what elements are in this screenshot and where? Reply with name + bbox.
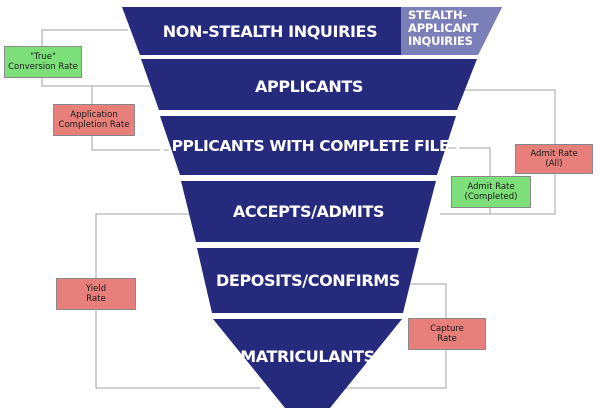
connector-completion-bottom (91, 134, 190, 151)
connector-admit-completed-top (448, 147, 491, 176)
connector-admit-all-top (425, 89, 556, 144)
true-conversion-line2: Conversion Rate (8, 62, 78, 72)
stage-label-non-stealth-inquiries: NON-STEALTH INQUIRIES (162, 22, 378, 41)
stealth-applicant-label: STEALTH- APPLICANT INQUIRIES (408, 9, 498, 48)
admit-rate-completed-box: Admit Rate (Completed) (451, 176, 531, 208)
yield-line2: Rate (86, 294, 106, 304)
connector-admit-all-bottom (440, 172, 556, 215)
application-completion-line1: Application (70, 110, 118, 120)
stage-label-matriculants: MATRICULANTS (240, 347, 375, 366)
stage-band-applicants (141, 59, 477, 110)
yield-line1: Yield (85, 284, 107, 294)
stage-label-applicants: APPLICANTS (255, 77, 363, 96)
stage-band-deposits-confirms (197, 248, 419, 313)
stage-band-accepts-admits (181, 181, 436, 242)
admit-rate-all-box: Admit Rate (All) (515, 144, 593, 174)
connector-capture-bottom (300, 348, 447, 389)
stage-label-deposits-confirms: DEPOSITS/CONFIRMS (216, 271, 400, 290)
application-completion-rate-box: Application Completion Rate (53, 104, 135, 136)
stealth-label-line1: STEALTH- (408, 8, 467, 22)
stage-band-complete-files (160, 116, 456, 175)
true-conversion-line1: "True" (30, 52, 56, 62)
stage-band-matriculants (213, 319, 402, 408)
capture-rate-box: Capture Rate (408, 318, 486, 350)
connector-true-top (41, 29, 128, 46)
admit-completed-line2: (Completed) (464, 192, 518, 202)
connector-completion-top (91, 85, 160, 104)
capture-line2: Rate (437, 334, 457, 344)
admit-all-line2: (All) (545, 159, 563, 169)
stealth-label-line2: APPLICANT (408, 21, 479, 35)
admit-all-line1: Admit Rate (530, 149, 578, 159)
capture-line1: Capture (430, 324, 464, 334)
connector-yield-bottom (95, 308, 260, 389)
stealth-label-line3: INQUIRIES (408, 34, 473, 48)
yield-rate-box: Yield Rate (56, 278, 136, 310)
stealth-applicant-segment (401, 7, 502, 55)
true-conversion-rate-box: "True" Conversion Rate (4, 46, 82, 78)
stage-label-accepts-admits: ACCEPTS/ADMITS (232, 202, 385, 221)
application-completion-line2: Completion Rate (58, 120, 130, 130)
stage-label-complete-files: APPLICANTS WITH COMPLETE FILES (160, 137, 460, 155)
connector-yield-top (95, 213, 210, 278)
admit-completed-line1: Admit Rate (467, 182, 515, 192)
